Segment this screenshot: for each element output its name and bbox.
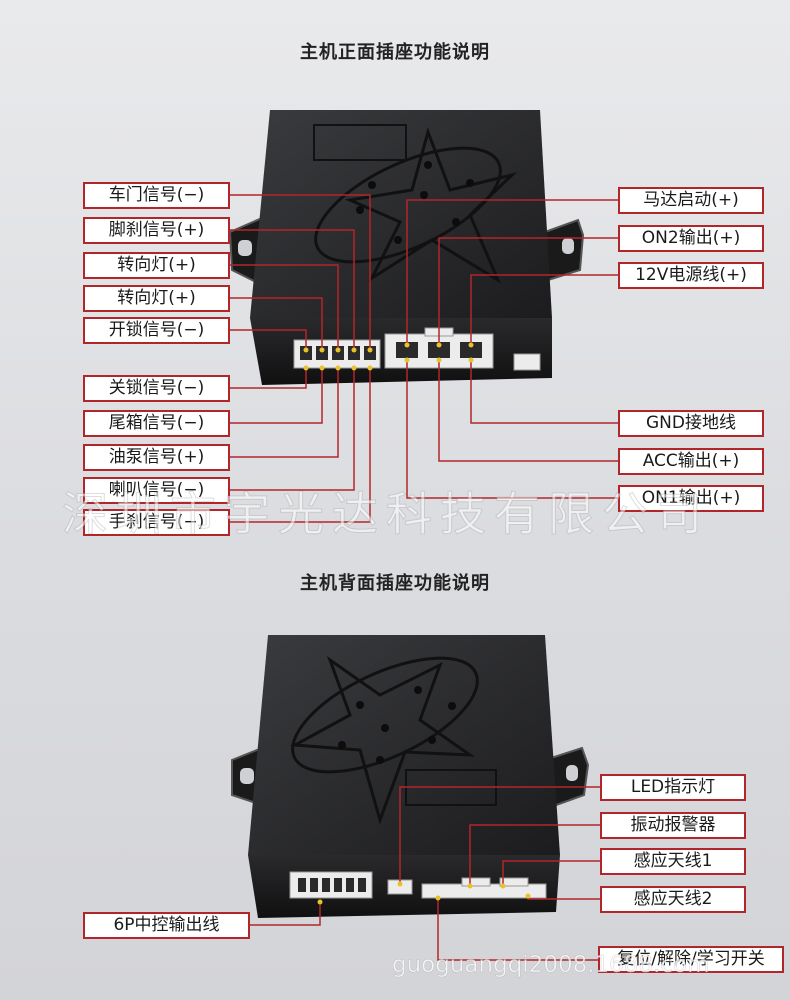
watermark-company: 深圳市宇光达科技有限公司 (62, 487, 710, 542)
back-pin-dots (317, 881, 531, 905)
label-reset-switch: 复位/解除/学习开关 (598, 946, 784, 973)
front-right-leaders (406, 199, 618, 499)
label-unlock-signal: 开锁信号(−) (83, 317, 230, 344)
back-leaders (250, 786, 600, 961)
label-on1-output: ON1输出(+) (618, 485, 764, 512)
label-12v-power: 12V电源线(+) (618, 262, 764, 289)
watermark-url: guoguangqi2008.1688.com (392, 952, 710, 979)
front-pin-dots (303, 342, 474, 371)
label-led-indicator: LED指示灯 (600, 774, 746, 801)
label-vibration-alarm: 振动报警器 (600, 812, 746, 839)
front-section-title: 主机正面插座功能说明 (300, 42, 490, 63)
front-left-leaders (230, 194, 371, 523)
label-motor-start: 马达启动(+) (618, 187, 764, 214)
label-trunk-signal: 尾箱信号(−) (83, 410, 230, 437)
back-section-title: 主机背面插座功能说明 (300, 573, 490, 594)
label-antenna-1: 感应天线1 (600, 848, 746, 875)
label-6p-central-lock: 6P中控输出线 (83, 912, 250, 939)
label-fuel-pump-signal: 油泵信号(+) (83, 444, 230, 471)
label-gnd: GND接地线 (618, 410, 764, 437)
label-turn-light-2: 转向灯(+) (83, 285, 230, 312)
label-on2-output: ON2输出(+) (618, 225, 764, 252)
label-handbrake-signal: 手刹信号(−) (83, 509, 230, 536)
label-acc-output: ACC输出(+) (618, 448, 764, 475)
label-turn-light-1: 转向灯(+) (83, 252, 230, 279)
label-brake-signal: 脚刹信号(+) (83, 217, 230, 244)
label-antenna-2: 感应天线2 (600, 886, 746, 913)
label-lock-signal: 关锁信号(−) (83, 375, 230, 402)
back-device (231, 635, 590, 918)
label-door-signal: 车门信号(−) (83, 182, 230, 209)
label-horn-signal: 喇叭信号(−) (83, 477, 230, 504)
